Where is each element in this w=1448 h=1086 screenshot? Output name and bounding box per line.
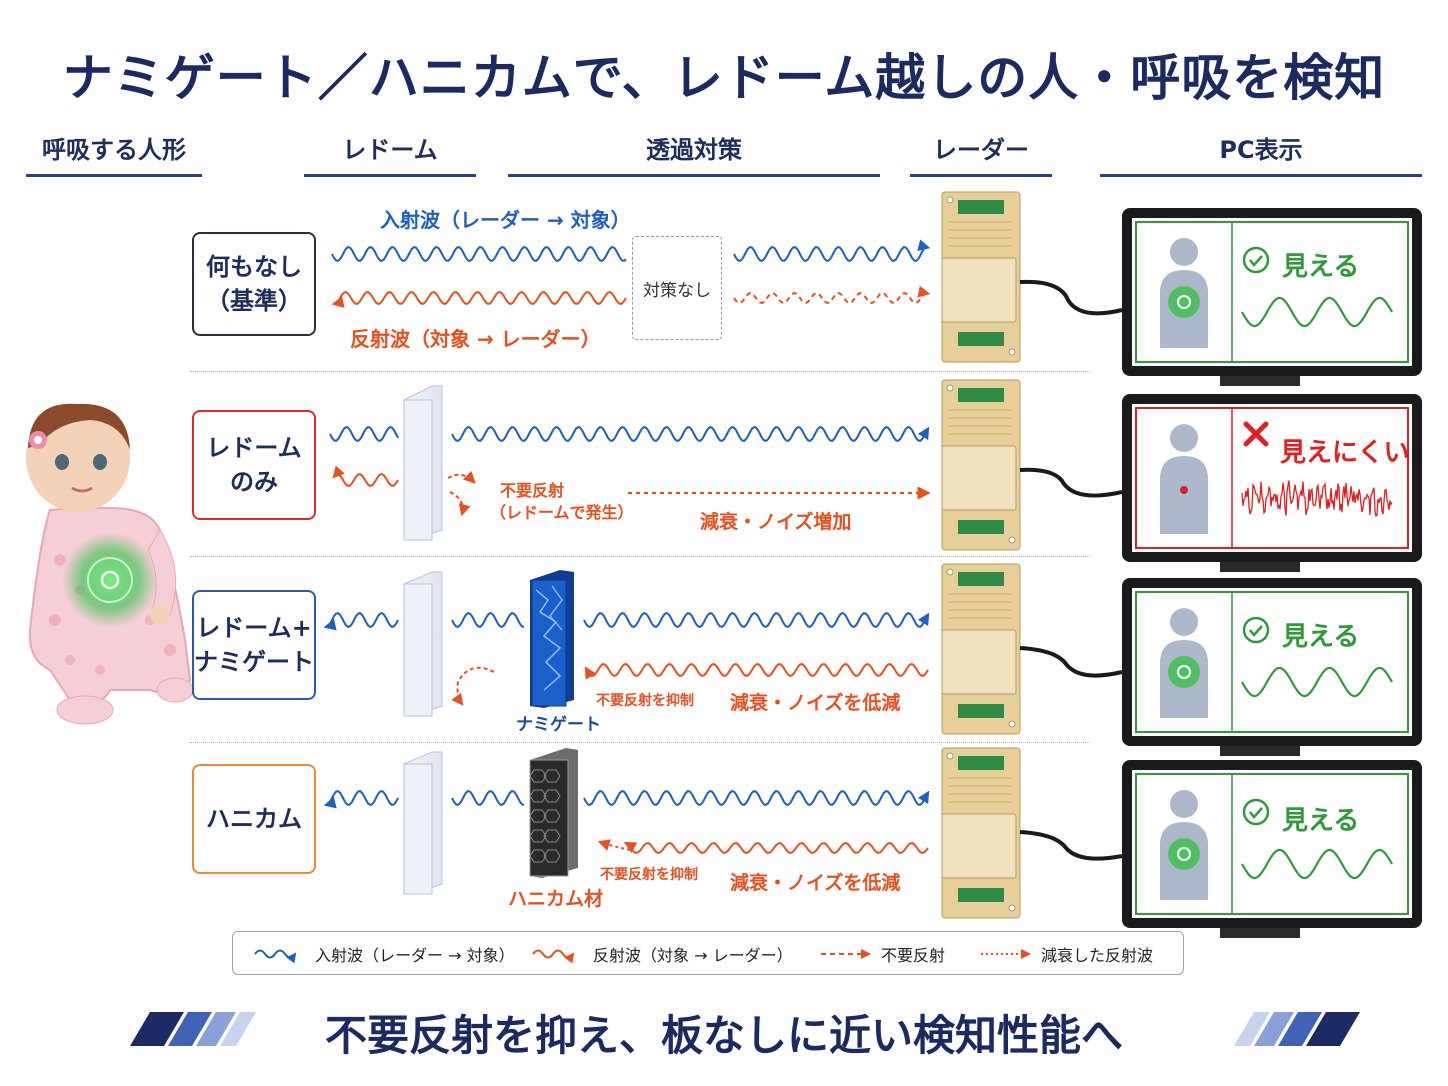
status-visible: 見える (1282, 616, 1359, 653)
pc-monitor (1122, 760, 1422, 938)
incident-wave (326, 791, 398, 805)
attenuation-reduced-label: 減衰・ノイズを低減 (730, 688, 900, 715)
footer-tagline: 不要反射を抑え、板なしに近い検知性能へ (0, 1002, 1448, 1063)
incident-wave (452, 791, 524, 805)
legend-attenuated-label: 減衰した反射波 (1041, 942, 1153, 966)
status-visible: 見える (1282, 800, 1359, 837)
radome-panel (404, 752, 442, 894)
legend: 入射波（レーダー → 対象） 反射波（対象 → レーダー） 不要反射 減衰した反… (232, 931, 1184, 975)
reflected-wave (334, 292, 626, 304)
radar-board (942, 748, 1020, 918)
radar-board (942, 192, 1020, 362)
radar-board (942, 380, 1020, 550)
incident-wave (584, 791, 928, 805)
incident-wave (326, 613, 398, 627)
incident-wave (332, 247, 626, 261)
attenuation-noise-label: 減衰・ノイズ増加 (700, 507, 851, 534)
radome-panel (404, 572, 442, 716)
radome-panel (404, 386, 442, 540)
legend-reflected-icon (533, 951, 573, 958)
pc-monitor (1122, 394, 1422, 572)
namigate-panel (530, 570, 574, 708)
reflected-wave (586, 664, 928, 676)
radar-board (942, 564, 1020, 734)
unwanted-reflection-label: 不要反射 (500, 477, 564, 501)
reflected-wave (334, 474, 398, 486)
legend-incident-icon (255, 951, 295, 958)
legend-incident-label: 入射波（レーダー → 対象） (315, 942, 515, 966)
incident-wave (734, 247, 928, 261)
incident-wave (584, 613, 928, 627)
incident-wave (330, 427, 398, 441)
reflected-wave-label: 反射波（対象 → レーダー） (350, 323, 601, 352)
incident-wave (452, 613, 524, 627)
unwanted-reflection-sub-label: （レドームで発生） (490, 499, 634, 523)
no-countermeasure-box: 対策なし (632, 236, 722, 340)
incident-wave-label: 入射波（レーダー → 対象） (380, 204, 631, 233)
pc-monitor (1122, 578, 1422, 756)
pc-monitor (1122, 208, 1422, 386)
honeycomb-label: ハニカム材 (508, 884, 603, 911)
namigate-label: ナミゲート (516, 710, 601, 735)
reflected-wave (734, 293, 928, 303)
legend-unwanted-label: 不要反射 (881, 942, 945, 966)
suppress-label: 不要反射を抑制 (600, 864, 698, 884)
status-visible: 見える (1282, 246, 1359, 283)
attenuation-reduced-label: 減衰・ノイズを低減 (730, 868, 900, 895)
legend-reflected-label: 反射波（対象 → レーダー） (593, 942, 793, 966)
incident-wave (452, 427, 928, 441)
reflected-wave (626, 843, 928, 853)
honeycomb-panel (530, 748, 578, 878)
status-hard-to-see: 見えにくい (1280, 432, 1409, 469)
suppress-label: 不要反射を抑制 (596, 690, 694, 710)
